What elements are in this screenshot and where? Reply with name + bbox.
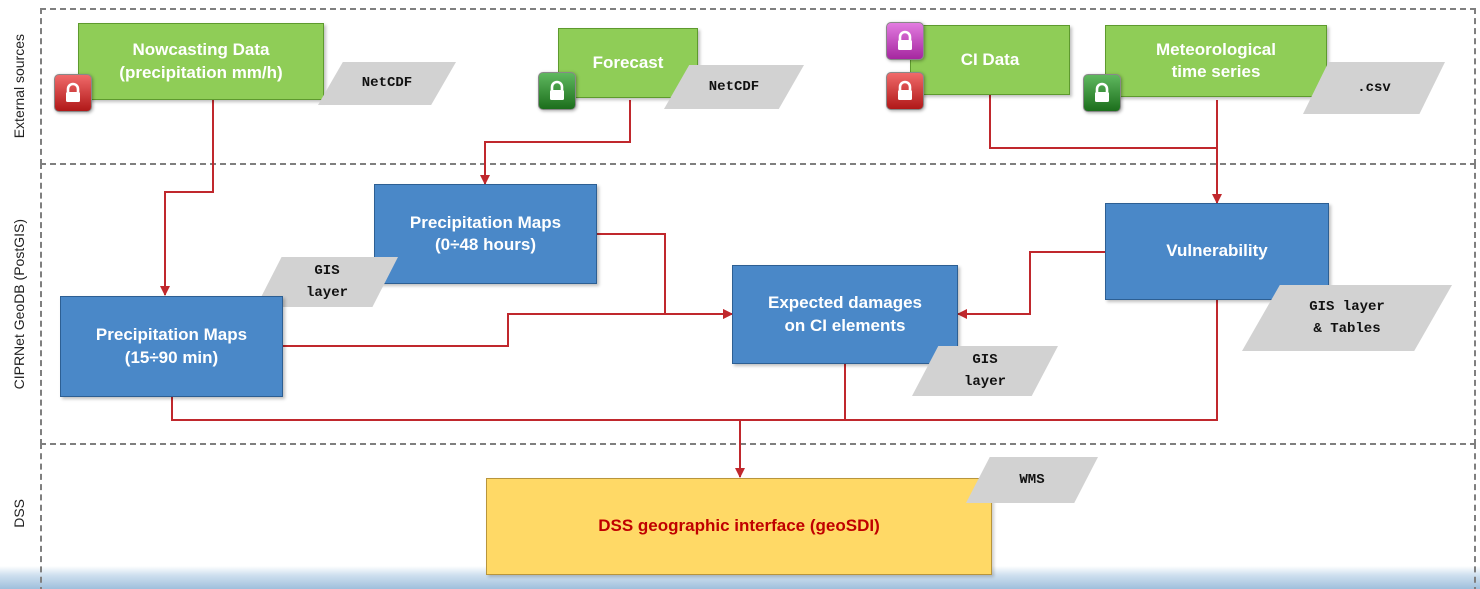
arrow-nowcasting-to-maps-90min — [160, 100, 214, 296]
lock-icon — [886, 72, 924, 110]
lock-icon — [898, 30, 912, 50]
format-wms: WMS — [966, 457, 1098, 503]
format-csv: .csv — [1303, 62, 1445, 114]
lock-icon — [1083, 74, 1121, 112]
arrow-ci-to-vulnerability — [989, 95, 1222, 204]
ci-data-box: CI Data — [910, 25, 1070, 95]
arrow-forecast-to-maps-48h — [480, 100, 631, 185]
precipitation-maps-90min-box: Precipitation Maps (15÷90 min) — [60, 296, 283, 397]
arrow-vulnerability-to-damages — [957, 251, 1105, 319]
lock-icon — [898, 80, 912, 100]
meteorological-time-series-box: Meteorological time series — [1105, 25, 1327, 97]
arrow-vulnerability-to-dss — [740, 300, 1218, 421]
arrow-damages-to-dss — [740, 364, 846, 421]
lock-icon — [886, 22, 924, 60]
lock-icon — [538, 72, 576, 110]
nowcasting-data-box: Nowcasting Data (precipitation mm/h) — [78, 23, 324, 100]
lock-icon — [550, 80, 564, 100]
arrow-maps-48h-to-damages — [597, 233, 733, 319]
format-netcdf-nowcasting: NetCDF — [318, 62, 456, 105]
arrow-maps-90min-to-damages — [283, 309, 733, 347]
lock-icon — [54, 74, 92, 112]
forecast-box: Forecast — [558, 28, 698, 98]
expected-damages-box: Expected damages on CI elements — [732, 265, 958, 364]
dss-geographic-interface-box: DSS geographic interface (geoSDI) — [486, 478, 992, 575]
format-gis-layer-tables: GIS layer & Tables — [1242, 285, 1452, 351]
vulnerability-box: Vulnerability — [1105, 203, 1329, 300]
lock-icon — [66, 82, 80, 102]
precipitation-maps-48h-box: Precipitation Maps (0÷48 hours) — [374, 184, 597, 284]
lock-icon — [1095, 82, 1109, 102]
format-gis-layer-damages: GIS layer — [912, 346, 1058, 396]
arrow-maps-90min-to-dss — [171, 397, 745, 478]
format-netcdf-forecast: NetCDF — [664, 65, 804, 109]
dss-band — [40, 443, 1476, 589]
